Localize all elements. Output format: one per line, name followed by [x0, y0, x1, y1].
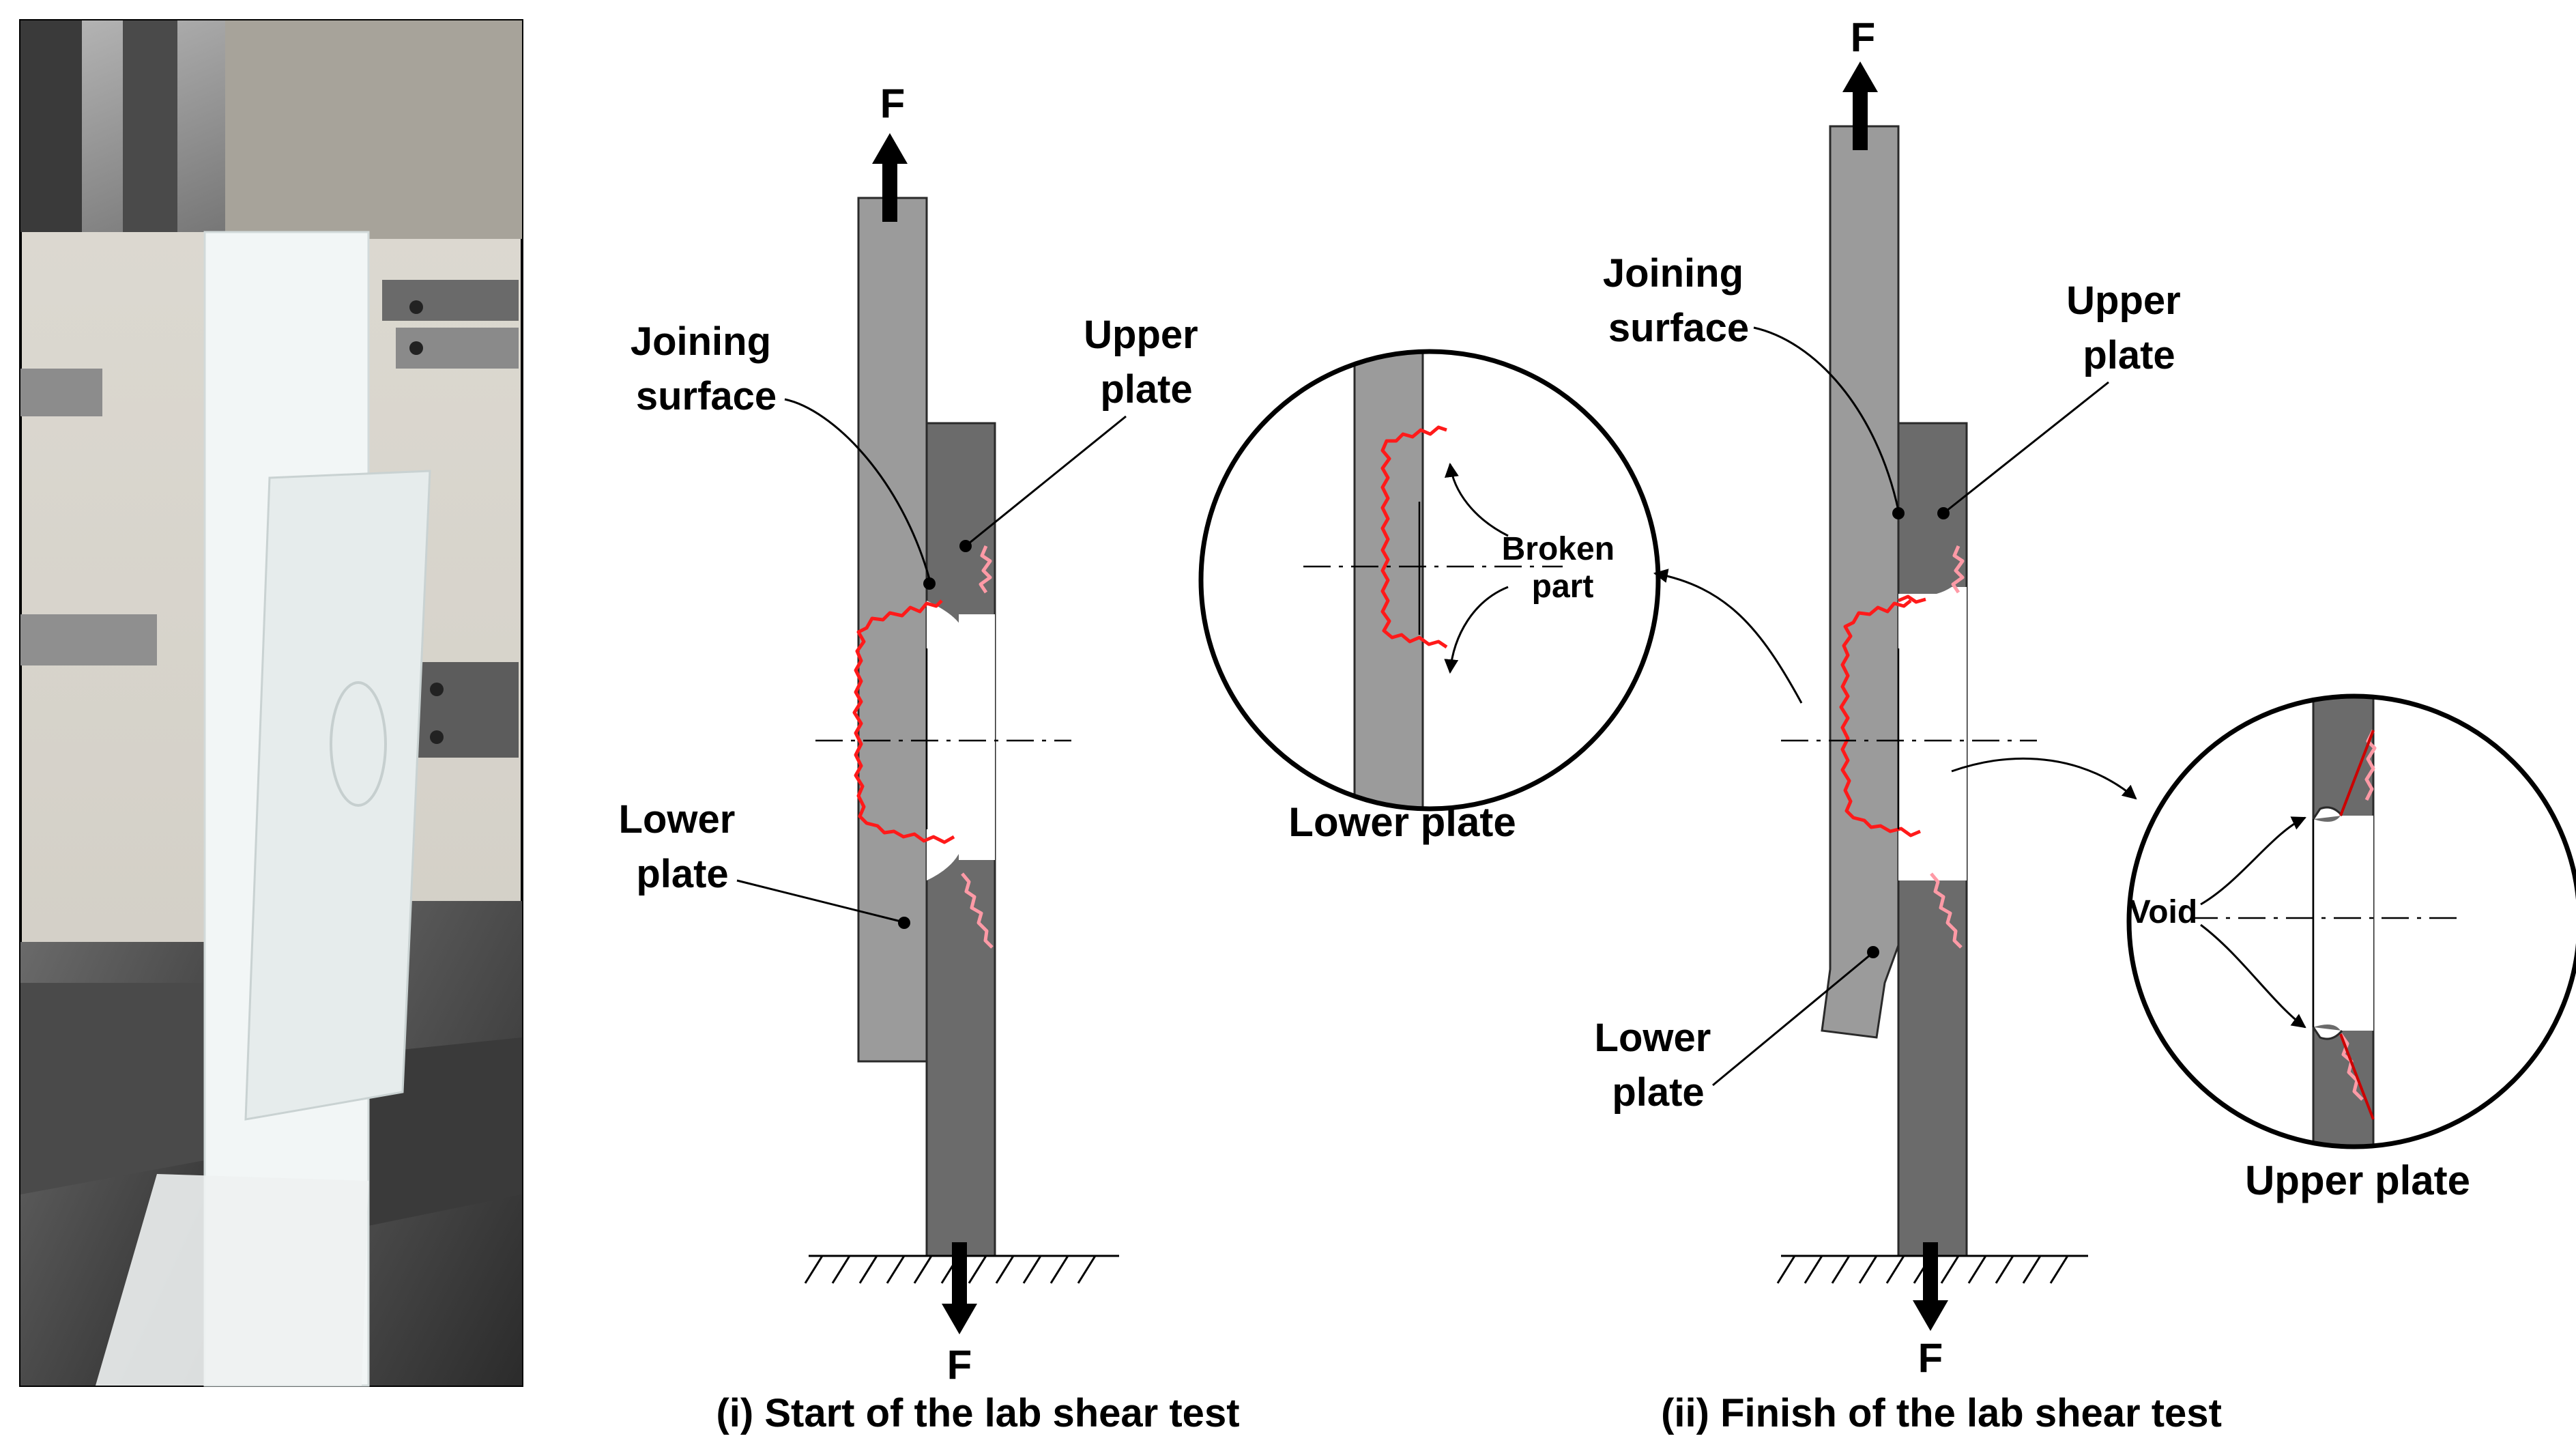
force-arrow-icon — [1842, 61, 1878, 150]
force-label-top: F — [880, 81, 906, 126]
caption-start: (i) Start of the lab shear test — [716, 1391, 1239, 1435]
upper-plate-label: Upper plate — [1084, 313, 1209, 412]
detail-lower-plate: Broken part Lower plate — [1198, 349, 1661, 845]
broken-part-label: Broken part — [1502, 531, 1624, 605]
specimen-photo — [19, 19, 523, 1387]
ground-hatch-icon — [804, 1255, 1119, 1284]
force-label-bottom: F — [947, 1342, 972, 1388]
panel-finish-of-test: F F Joining surface Upper — [1595, 14, 2222, 1435]
caption-finish: (ii) Finish of the lab shear test — [1661, 1391, 2222, 1435]
force-arrow-icon — [1913, 1242, 1948, 1331]
detail-upper-plate: Void Upper plate — [2126, 693, 2576, 1203]
joining-surface-label: Joining surface — [1603, 251, 1754, 350]
broken-part-crack — [1380, 425, 1448, 649]
void-label: Void — [2129, 894, 2197, 930]
joining-surface-label: Joining surface — [631, 319, 782, 418]
panel-start-of-test: F F Joining surface — [619, 81, 1240, 1435]
force-label-top: F — [1851, 14, 1876, 60]
force-label-bottom: F — [1918, 1335, 1943, 1381]
detail-upper-caption: Upper plate — [2245, 1158, 2470, 1203]
lower-plate-label: Lower plate — [1595, 1016, 1722, 1115]
ground-hatch-icon — [1776, 1255, 2088, 1284]
lower-plate-shape — [857, 197, 928, 1063]
lower-plate-label: Lower plate — [619, 797, 747, 896]
upper-plate-label: Upper plate — [2066, 278, 2192, 377]
force-arrow-icon — [872, 133, 908, 222]
lower-plate-shape — [1821, 125, 1900, 1039]
crack-line — [1839, 599, 1921, 837]
crack-line — [852, 599, 955, 844]
force-arrow-icon — [942, 1242, 977, 1334]
detail-lower-caption: Lower plate — [1288, 799, 1516, 845]
